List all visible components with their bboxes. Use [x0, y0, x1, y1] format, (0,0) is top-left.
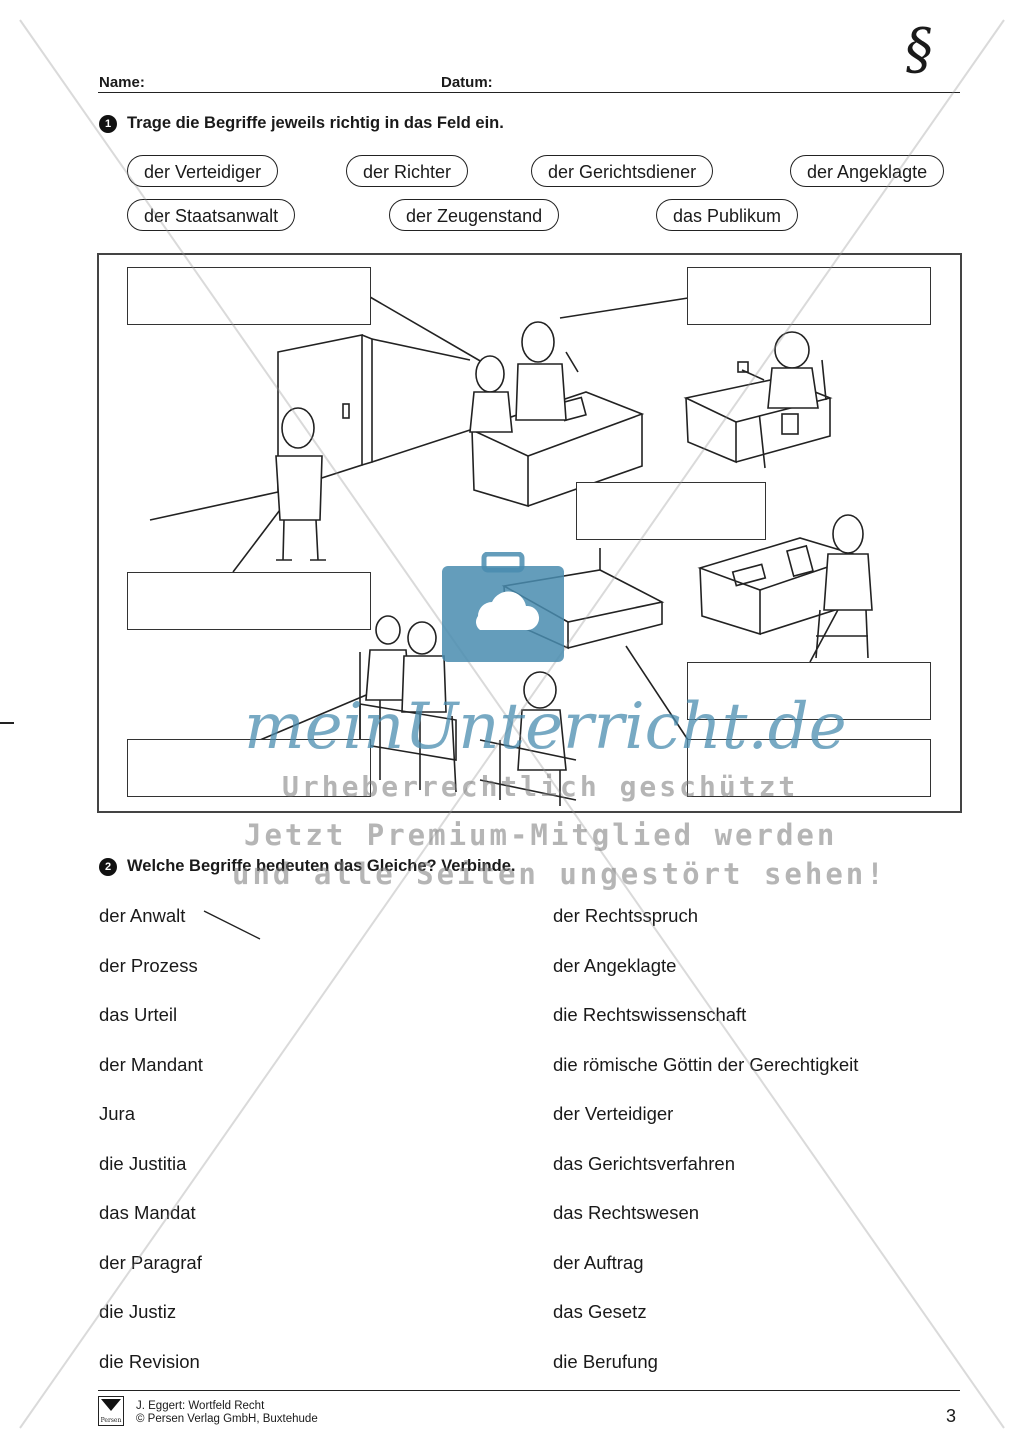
answer-field[interactable]: [687, 739, 931, 797]
answer-field[interactable]: [127, 572, 371, 630]
left-term[interactable]: der Prozess: [99, 955, 198, 976]
footer-copyright: © Persen Verlag GmbH, Buxtehude: [136, 1413, 318, 1425]
answer-field[interactable]: [576, 482, 766, 540]
left-term[interactable]: das Urteil: [99, 1004, 178, 1025]
right-term[interactable]: die römische Göttin der Gerechtigkeit: [553, 1054, 859, 1075]
left-term[interactable]: die Justitia: [99, 1153, 187, 1174]
answer-field[interactable]: [687, 267, 931, 325]
answer-field[interactable]: [127, 739, 371, 797]
task1-heading: 1 Trage die Begriffe jeweils richtig in d…: [99, 114, 504, 133]
right-term[interactable]: die Berufung: [553, 1351, 658, 1372]
task2-number: 2: [99, 858, 117, 876]
term-pill: der Staatsanwalt: [127, 199, 296, 231]
date-label: Datum:: [441, 74, 493, 91]
right-term[interactable]: die Rechtswissenschaft: [553, 1004, 747, 1025]
term-pill: der Gerichtsdiener: [531, 155, 714, 187]
task2-instruction: Welche Begriffe bedeuten das Gleiche? Ve…: [127, 857, 516, 875]
page-number: 3: [946, 1406, 957, 1426]
right-term[interactable]: der Angeklagte: [553, 955, 677, 976]
courtroom-illustration: [97, 253, 962, 813]
publisher-logo: Persen: [98, 1396, 124, 1426]
answer-field[interactable]: [127, 267, 371, 325]
name-label: Name:: [99, 74, 145, 91]
right-term[interactable]: der Verteidiger: [553, 1103, 674, 1124]
answer-field[interactable]: [687, 662, 931, 720]
term-pill: der Richter: [346, 155, 469, 187]
left-term[interactable]: Jura: [99, 1103, 135, 1124]
left-term[interactable]: das Mandat: [99, 1202, 196, 1223]
left-term[interactable]: die Justiz: [99, 1301, 177, 1322]
right-term[interactable]: das Gerichtsverfahren: [553, 1153, 736, 1174]
publisher-logo-text: Persen: [100, 1417, 122, 1424]
left-term[interactable]: der Mandant: [99, 1054, 203, 1075]
term-pill: der Verteidiger: [127, 155, 279, 187]
right-term[interactable]: das Gesetz: [553, 1301, 647, 1322]
left-term[interactable]: der Paragraf: [99, 1252, 202, 1273]
task1-number: 1: [99, 115, 117, 133]
right-term[interactable]: der Auftrag: [553, 1252, 644, 1273]
term-pill: der Zeugenstand: [389, 199, 560, 231]
example-connector-line: [203, 910, 261, 940]
footer-rule: [98, 1390, 960, 1391]
left-term[interactable]: der Anwalt: [99, 905, 186, 926]
task1-instruction: Trage die Begriffe jeweils richtig in da…: [127, 114, 504, 132]
term-pill: der Angeklagte: [790, 155, 945, 187]
margin-mark: [0, 722, 14, 724]
footer-source: J. Eggert: Wortfeld Recht: [136, 1400, 265, 1412]
right-term[interactable]: das Rechtswesen: [553, 1202, 700, 1223]
header-rule: [98, 92, 960, 93]
task2-heading: 2 Welche Begriffe bedeuten das Gleiche? V…: [99, 857, 515, 876]
left-term[interactable]: die Revision: [99, 1351, 200, 1372]
term-pill: das Publikum: [656, 199, 799, 231]
right-term[interactable]: der Rechtsspruch: [553, 905, 698, 926]
